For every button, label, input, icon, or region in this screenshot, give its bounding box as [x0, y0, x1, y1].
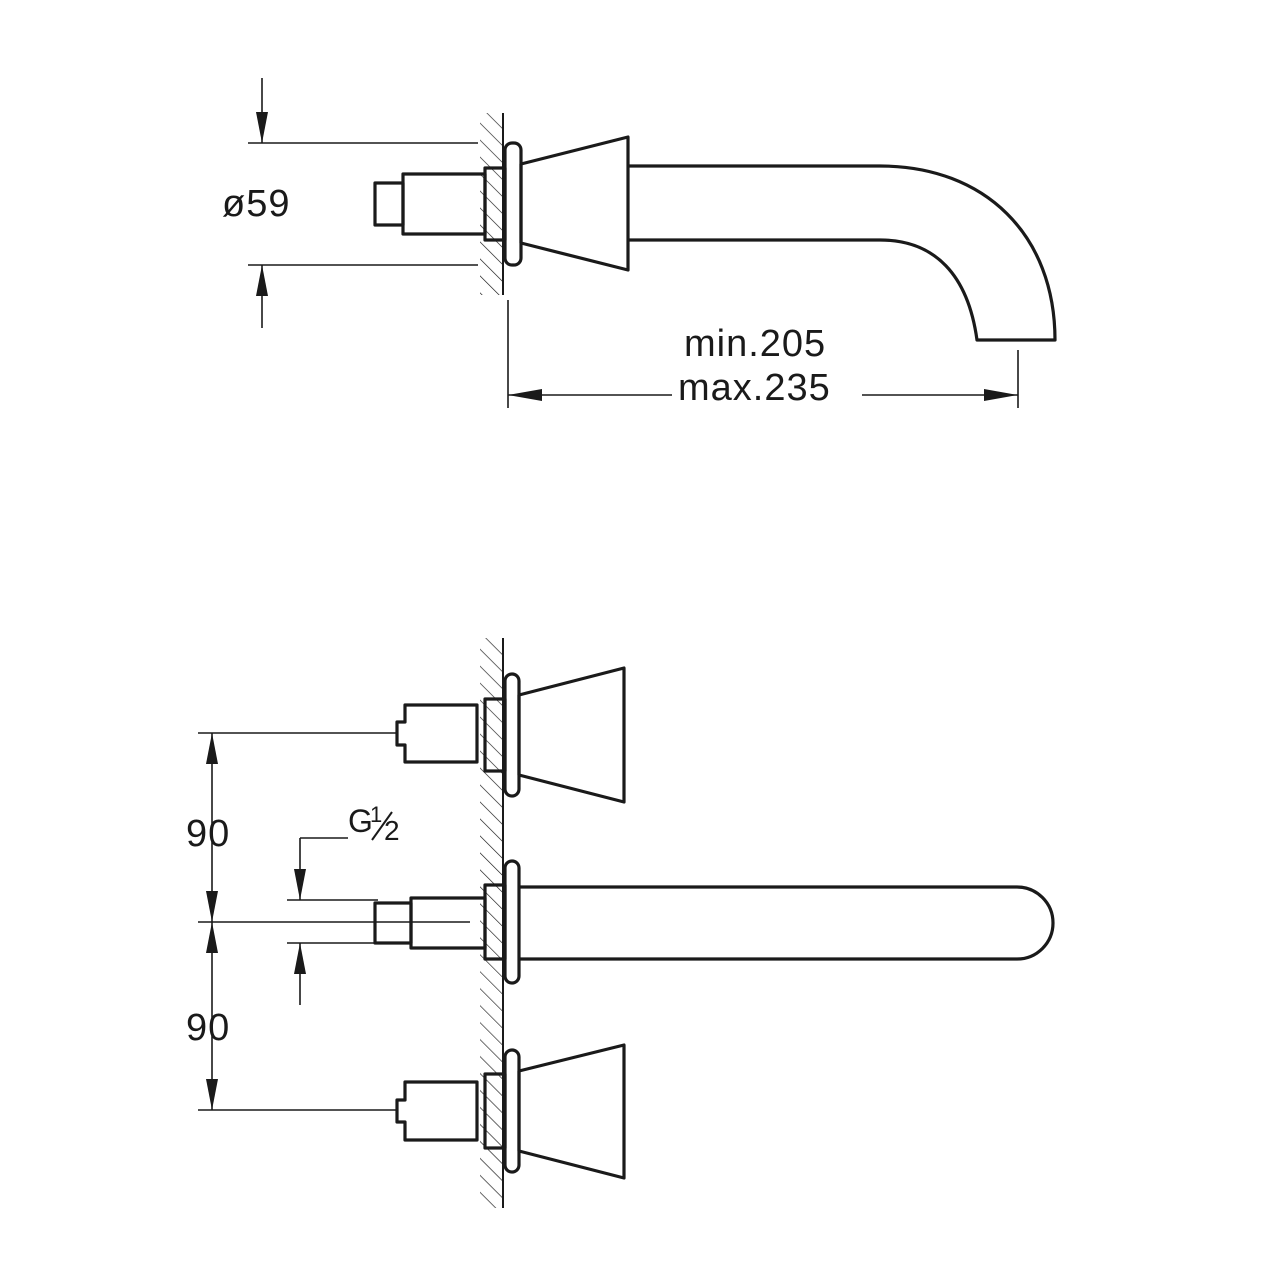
upper-valve	[395, 666, 626, 804]
spacing-upper-label: 90	[186, 813, 230, 855]
length-max-label: max.235	[678, 367, 831, 409]
rear-connector	[373, 172, 487, 236]
wall-section	[480, 113, 502, 295]
thread-numerator: 1	[370, 802, 382, 827]
thread-denominator: 2	[384, 815, 400, 846]
wall-section-front	[480, 638, 502, 1208]
side-view: ø59 min.205 max.235	[222, 78, 1057, 409]
thread-prefix: G	[348, 803, 373, 839]
diameter-dimension: ø59	[222, 78, 478, 328]
length-min-label: min.205	[684, 323, 826, 365]
spout-plan	[373, 859, 1055, 985]
length-dimension: min.205 max.235	[507, 300, 1019, 409]
thread-dimension: G 1 2	[287, 802, 400, 1005]
lower-valve	[395, 1043, 626, 1180]
rosette-plate	[503, 141, 523, 267]
spacing-lower-label: 90	[186, 1007, 230, 1049]
cone-body	[519, 135, 630, 272]
diameter-label: ø59	[222, 183, 290, 225]
spacing-dimension: 90 90	[186, 732, 470, 1111]
front-view: 90 90 G 1 2	[186, 638, 1055, 1208]
spout	[628, 164, 1057, 342]
thread-fraction-slash	[371, 811, 393, 841]
